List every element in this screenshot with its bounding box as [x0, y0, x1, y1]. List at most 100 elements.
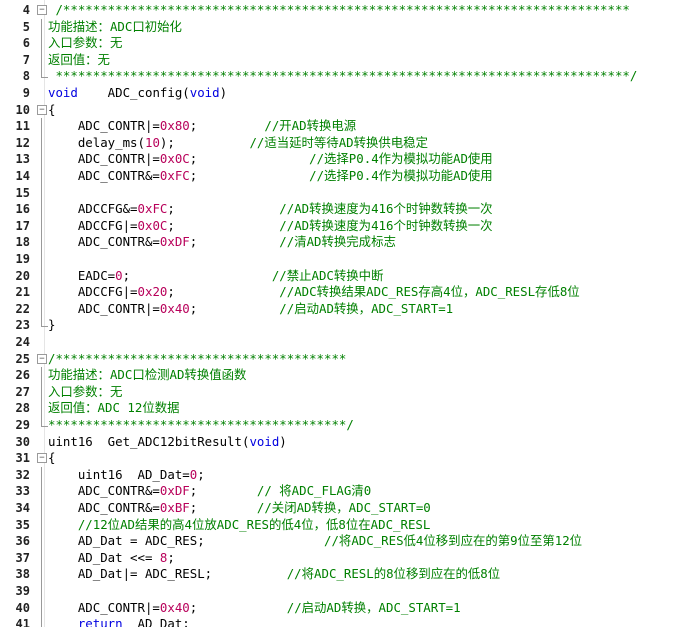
code-line[interactable]: 11 ADC_CONTR|=0x80; //开AD转换电源 — [0, 118, 696, 135]
code-token: { — [48, 101, 56, 117]
code-line[interactable]: 4− /************************************… — [0, 2, 696, 19]
line-number: 29 — [15, 418, 30, 432]
code-text: ADC_CONTR|=0x40; //启动AD转换，ADC_START=1 — [48, 301, 453, 318]
code-token — [48, 517, 78, 532]
comment-token: //AD转换速度为416个时钟数转换一次 — [279, 201, 493, 217]
code-line[interactable]: 8 **************************************… — [0, 68, 696, 85]
line-number: 28 — [15, 401, 30, 416]
code-token: AD_Dat; — [122, 616, 190, 627]
line-number: 8 — [22, 69, 30, 84]
code-line[interactable]: 20 EADC=0; //禁止ADC转换中断 — [0, 267, 696, 285]
comment-token: //将ADC_RESL的8位移到应在的低8位 — [286, 566, 501, 582]
number-token: 0x0C — [137, 217, 168, 233]
comment-token: //12位AD结果的高4位放ADC_RES的低4位，低8位在ADC_RESL — [77, 516, 431, 532]
code-line[interactable]: 10−{ — [0, 102, 696, 119]
code-token: uint16 Get_ADC12bitResult — [48, 433, 242, 449]
code-line[interactable]: 29 **************************************… — [0, 417, 696, 434]
line-number: 5 — [22, 19, 30, 34]
code-line[interactable]: 34 ADC_CONTR&=0xBF; //关闭AD转换，ADC_START=0 — [0, 500, 696, 517]
code-text: /*************************************** — [48, 351, 346, 368]
code-line[interactable]: 40 ADC_CONTR|=0x40; //启动AD转换，ADC_START=1 — [0, 599, 696, 617]
fold-guide-line — [41, 466, 42, 484]
code-token: ; — [167, 549, 175, 565]
code-line[interactable]: 15 — [0, 184, 696, 202]
code-text: AD_Dat|= ADC_RESL; //将ADC_RESL的8位移到应在的低8… — [48, 566, 500, 583]
code-token: ADCCFG|= — [48, 217, 138, 233]
comment-token: //ADC转换结果ADC_RES存高4位，ADC_RESL存低8位 — [279, 284, 580, 300]
code-line[interactable]: 37 AD_Dat <<= 8; — [0, 549, 696, 567]
fold-end-marker — [41, 317, 48, 328]
code-line[interactable]: 32 uint16 AD_Dat=0; — [0, 466, 696, 484]
code-line[interactable]: 24 — [0, 334, 696, 351]
fold-end-marker — [41, 417, 48, 427]
comment-token: // 将ADC_FLAG清0 — [256, 483, 372, 499]
paren-token: ( — [182, 85, 190, 100]
code-text: 返回值：无 — [48, 52, 110, 69]
code-line[interactable]: 31−{ — [0, 450, 696, 467]
code-token: ADC_CONTR|= — [48, 599, 160, 615]
code-token: ; — [189, 151, 310, 167]
code-line[interactable]: 12 delay_ms(10); //适当延时等待AD转换供电稳定 — [0, 134, 696, 152]
code-token: AD_Dat <<= — [48, 549, 160, 565]
number-token: 0xDF — [159, 483, 190, 499]
fold-toggle-icon[interactable]: − — [37, 104, 47, 115]
line-number: 20 — [15, 268, 30, 283]
line-number: 18 — [15, 235, 30, 250]
code-text: ****************************************… — [48, 68, 637, 85]
line-number: 27 — [15, 384, 30, 399]
code-token: ADC_CONTR&= — [48, 483, 160, 499]
code-line[interactable]: 23} — [0, 317, 696, 334]
code-line[interactable]: 19 — [0, 251, 696, 268]
fold-guide-line — [41, 599, 42, 617]
comment-token: //禁止ADC转换中断 — [271, 267, 384, 283]
code-token: ; — [189, 168, 310, 183]
line-number: 38 — [15, 567, 30, 582]
code-line[interactable]: 17 ADCCFG|=0x0C; //AD转换速度为416个时钟数转换一次 — [0, 217, 696, 235]
code-line[interactable]: 18 ADC_CONTR&=0xDF; //清AD转换完成标志 — [0, 234, 696, 251]
line-number: 37 — [15, 550, 30, 565]
line-number: 6 — [22, 36, 30, 51]
code-line[interactable]: 36 AD_Dat = ADC_RES; //将ADC_RES低4位移到应在的第… — [0, 533, 696, 550]
code-token — [48, 616, 78, 627]
code-text: AD_Dat <<= 8; — [48, 550, 175, 567]
line-number: 15 — [15, 185, 30, 200]
fold-toggle-icon[interactable]: − — [37, 453, 47, 464]
code-line[interactable]: 33 ADC_CONTR&=0xDF; // 将ADC_FLAG清0 — [0, 483, 696, 500]
code-line[interactable]: 14 ADC_CONTR&=0xFC; //选择P0.4作为模拟功能AD使用 — [0, 168, 696, 185]
comment-token: //启动AD转换，ADC_START=1 — [279, 300, 454, 316]
line-number: 14 — [15, 169, 30, 183]
code-line[interactable]: 21 ADCCFG|=0x20; //ADC转换结果ADC_RES存高4位，AD… — [0, 284, 696, 301]
fold-toggle-icon[interactable]: − — [37, 5, 47, 15]
code-line[interactable]: 25−/************************************… — [0, 351, 696, 368]
code-line[interactable]: 38 AD_Dat|= ADC_RESL; //将ADC_RESL的8位移到应在… — [0, 566, 696, 583]
fold-toggle-icon[interactable]: − — [37, 353, 47, 364]
comment-token: ****************************************… — [48, 68, 638, 84]
line-number: 33 — [15, 484, 30, 499]
code-token: } — [48, 317, 56, 333]
fold-guide-line — [41, 217, 42, 235]
code-line[interactable]: 22 ADC_CONTR|=0x40; //启动AD转换，ADC_START=1 — [0, 300, 696, 318]
line-number: 24 — [15, 335, 30, 349]
line-number: 11 — [15, 119, 30, 134]
code-line[interactable]: 35 //12位AD结果的高4位放ADC_RES的低4位，低8位在ADC_RES… — [0, 516, 696, 534]
fold-guide-line — [41, 201, 42, 218]
code-line[interactable]: 41 return AD_Dat; — [0, 616, 696, 627]
number-token: 0x40 — [159, 599, 190, 615]
code-text: ADC_CONTR&=0xDF; //清AD转换完成标志 — [48, 234, 396, 251]
code-line[interactable]: 13 ADC_CONTR|=0x0C; //选择P0.4作为模拟功能AD使用 — [0, 151, 696, 168]
paren-token: ( — [241, 433, 250, 449]
code-token: ; — [167, 284, 280, 300]
code-line[interactable]: 39 — [0, 583, 696, 600]
line-number: 34 — [15, 501, 30, 515]
comment-token: ****************************************… — [48, 417, 354, 432]
code-line[interactable]: 16 ADCCFG&=0xFC; //AD转换速度为416个时钟数转换一次 — [0, 201, 696, 218]
